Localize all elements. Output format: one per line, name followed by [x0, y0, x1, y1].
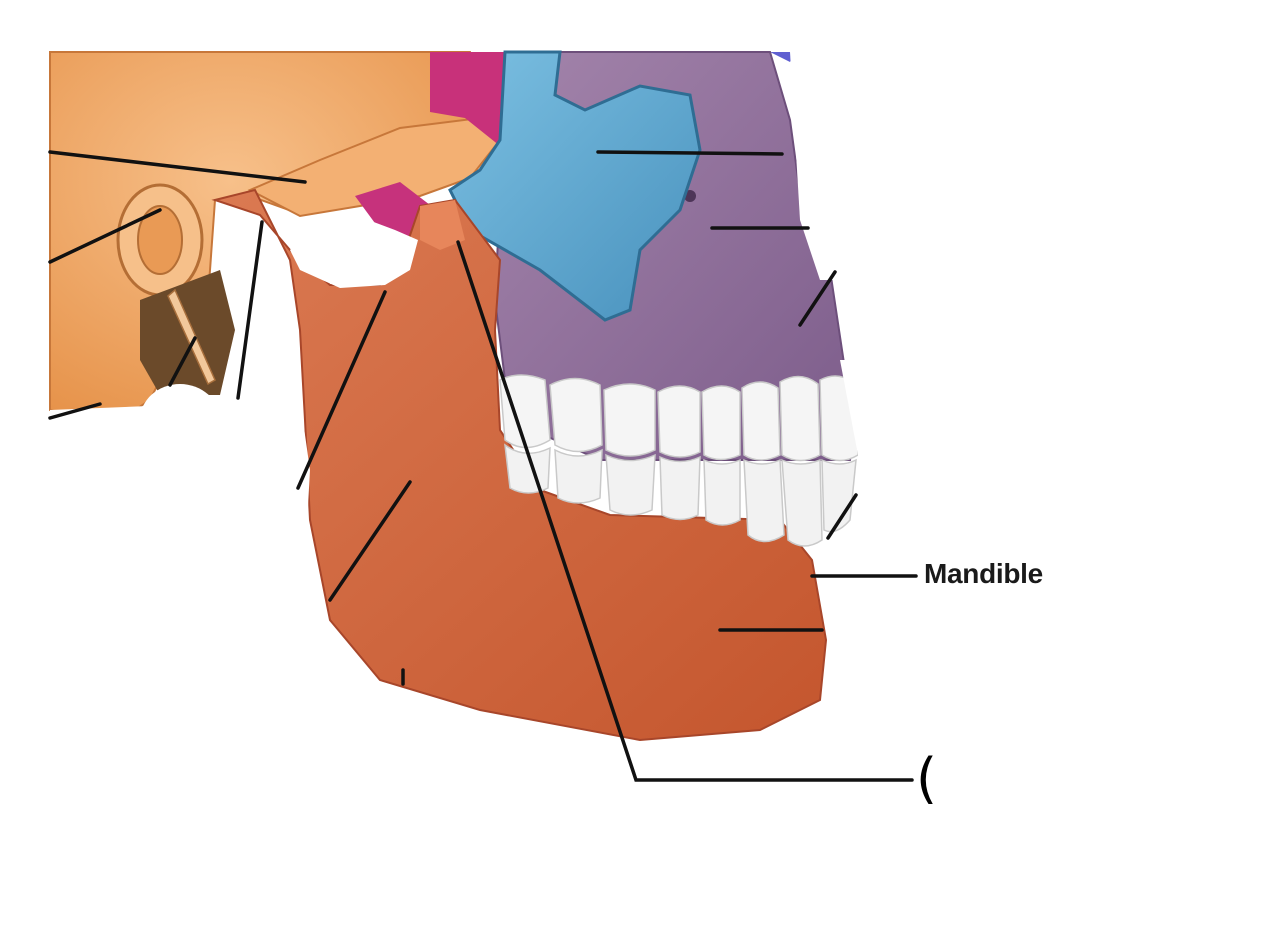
leader-line [826, 493, 858, 540]
erased-label-area [50, 400, 330, 700]
leader-line [48, 150, 307, 184]
upper-teeth [499, 374, 859, 462]
leader-line [596, 150, 784, 156]
zygomatic-arch [247, 116, 502, 218]
leader-line [48, 402, 102, 420]
leader-line [798, 270, 837, 327]
mandibular-notch [290, 215, 418, 288]
leader-lines [48, 150, 918, 782]
erased-label-area [800, 220, 860, 280]
handwritten-mark: ( [916, 747, 938, 810]
leader-line [296, 290, 387, 490]
zygomatic-bone [448, 50, 702, 322]
articular-disc [355, 182, 430, 240]
leader-line [328, 480, 412, 602]
erased-label-area [790, 52, 1267, 220]
leader-line [236, 220, 264, 400]
mandible-label: Mandible [924, 558, 1043, 589]
leader-line [48, 208, 162, 264]
leader-line [456, 240, 914, 782]
styloid-process [167, 288, 216, 386]
erased-label-area [840, 360, 1000, 540]
leader-line [168, 336, 197, 387]
